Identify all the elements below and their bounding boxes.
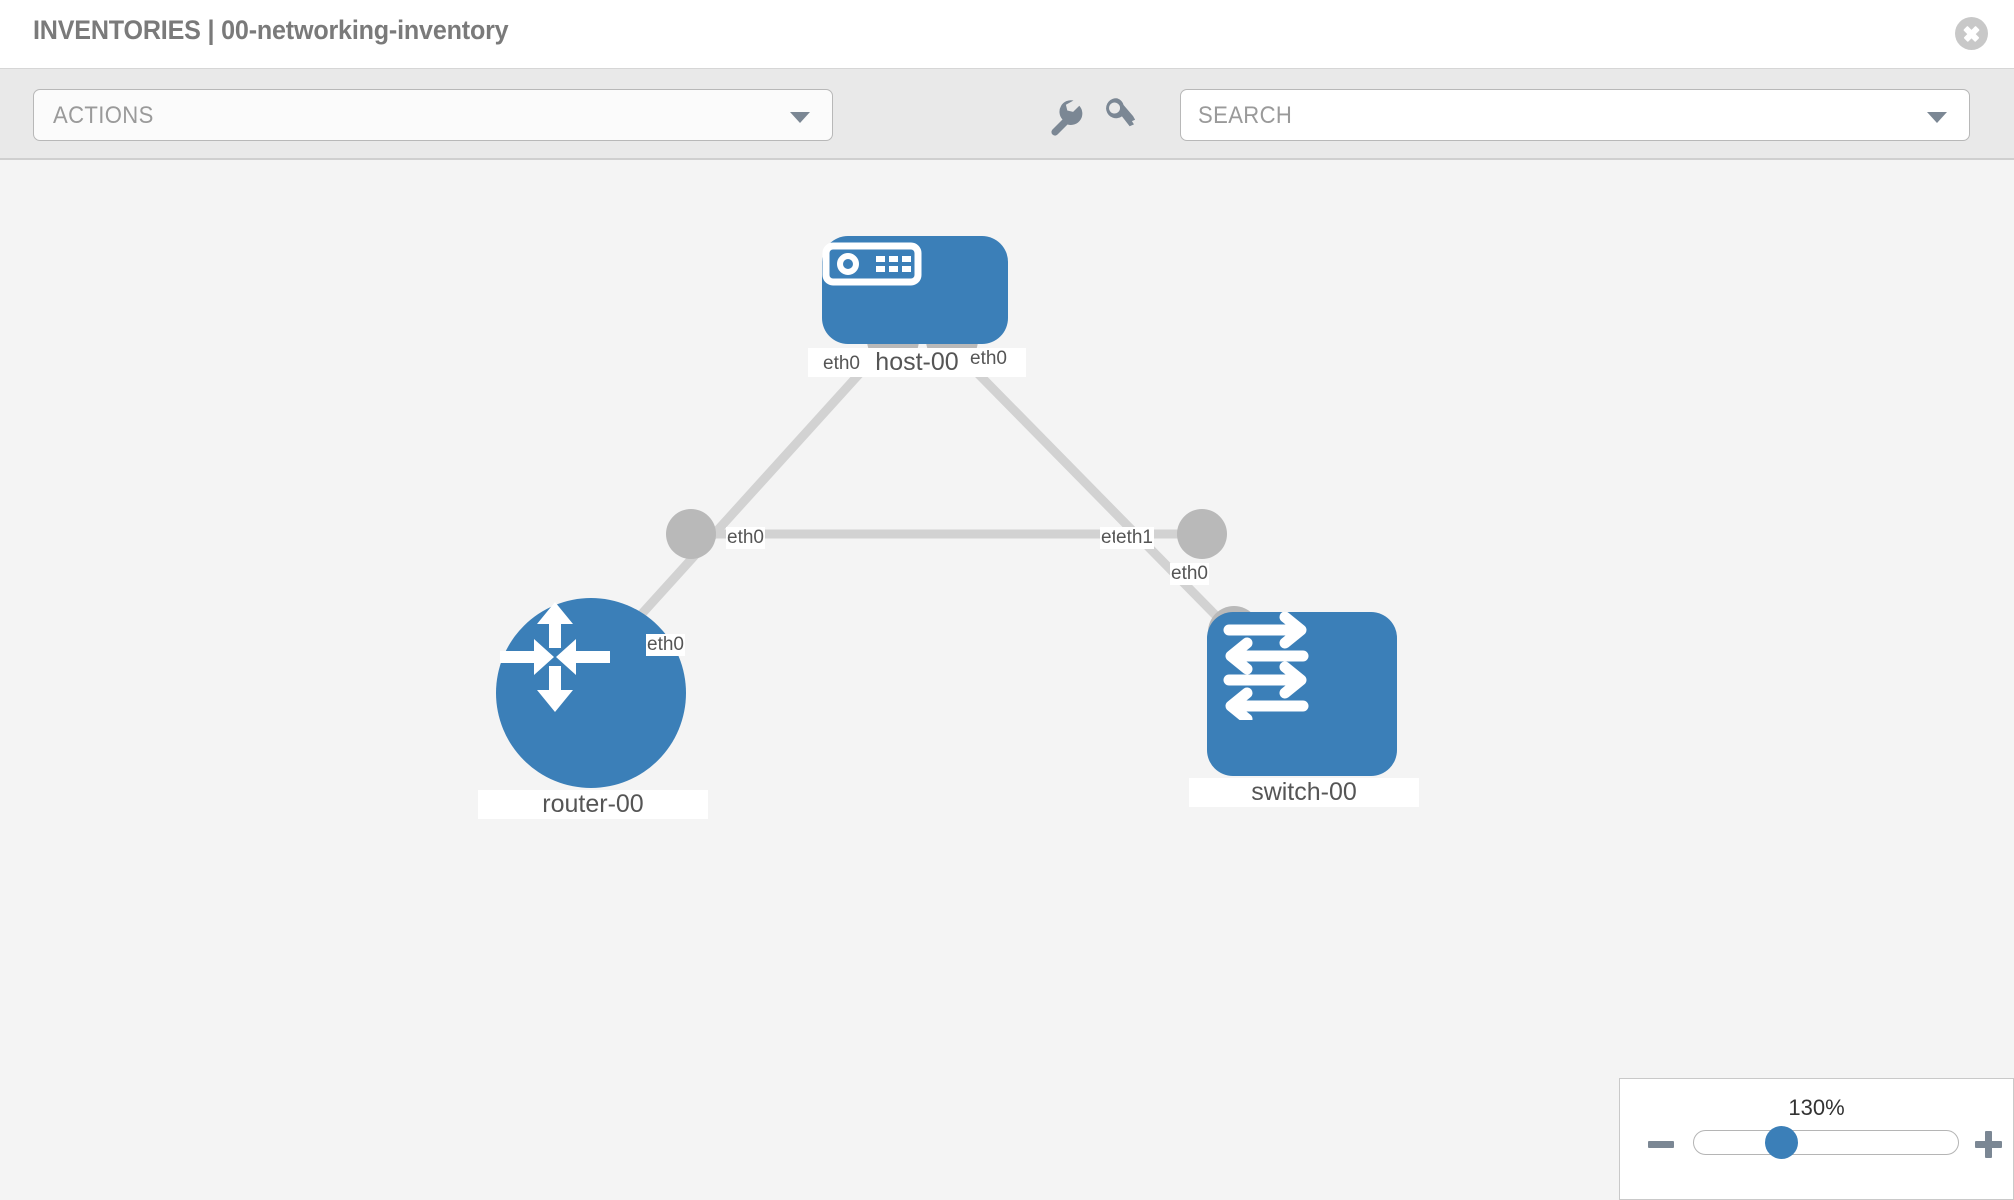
zoom-slider-handle[interactable]: [1765, 1126, 1798, 1159]
node-switch-00-shape[interactable]: [1207, 612, 1397, 776]
node-switch-00-label: switch-00: [1189, 778, 1419, 807]
router-arrows-icon: [500, 602, 610, 712]
search-input[interactable]: SEARCH: [1180, 89, 1970, 141]
iface-connector-switch-left[interactable]: [1177, 509, 1227, 559]
page-title: INVENTORIES | 00-networking-inventory: [33, 15, 509, 45]
iface-label-host-right: eth0: [969, 348, 1008, 370]
link-host-router[interactable]: [596, 336, 894, 664]
zoom-control-panel: 130%: [1619, 1078, 2014, 1200]
close-icon[interactable]: [1955, 17, 1988, 50]
search-placeholder: SEARCH: [1198, 102, 1293, 129]
node-switch-00[interactable]: switch-00: [1189, 612, 1419, 807]
iface-label-switch-up: eth0: [1170, 563, 1209, 585]
page-header: INVENTORIES | 00-networking-inventory: [0, 0, 2014, 68]
node-router-00-shape[interactable]: [496, 598, 686, 788]
wrench-icon[interactable]: [1040, 93, 1086, 139]
chevron-down-icon[interactable]: [1927, 112, 1947, 123]
zoom-level-value: 130%: [1788, 1095, 1845, 1120]
actions-dropdown[interactable]: ACTIONS: [33, 89, 833, 141]
iface-label-router-up: eth0: [646, 634, 685, 656]
minus-icon[interactable]: [1648, 1141, 1674, 1148]
plus-icon[interactable]: [1975, 1131, 2002, 1158]
iface-label-host-left: eth0: [822, 353, 861, 375]
node-router-00-label: router-00: [478, 790, 708, 819]
chevron-down-icon: [790, 112, 810, 123]
key-icon[interactable]: [1098, 93, 1144, 139]
server-icon: [822, 242, 922, 286]
link-host-switch[interactable]: [941, 336, 1239, 639]
actions-dropdown-label: ACTIONS: [53, 102, 154, 129]
node-host-00-shape[interactable]: [822, 236, 1008, 344]
node-host-00[interactable]: host-00: [808, 236, 1026, 377]
node-router-00[interactable]: router-00: [478, 598, 708, 819]
switch-arrows-icon: [1223, 612, 1309, 720]
toolbar: ACTIONS SEARCH: [0, 68, 2014, 160]
iface-label-router-right: eth0: [726, 527, 765, 549]
topology-canvas[interactable]: host-00 router-00: [0, 160, 2014, 1200]
zoom-slider-track[interactable]: [1693, 1130, 1959, 1155]
iface-label-switch-left-b: eth1: [1115, 527, 1154, 549]
iface-connector-router-right[interactable]: [666, 509, 716, 559]
